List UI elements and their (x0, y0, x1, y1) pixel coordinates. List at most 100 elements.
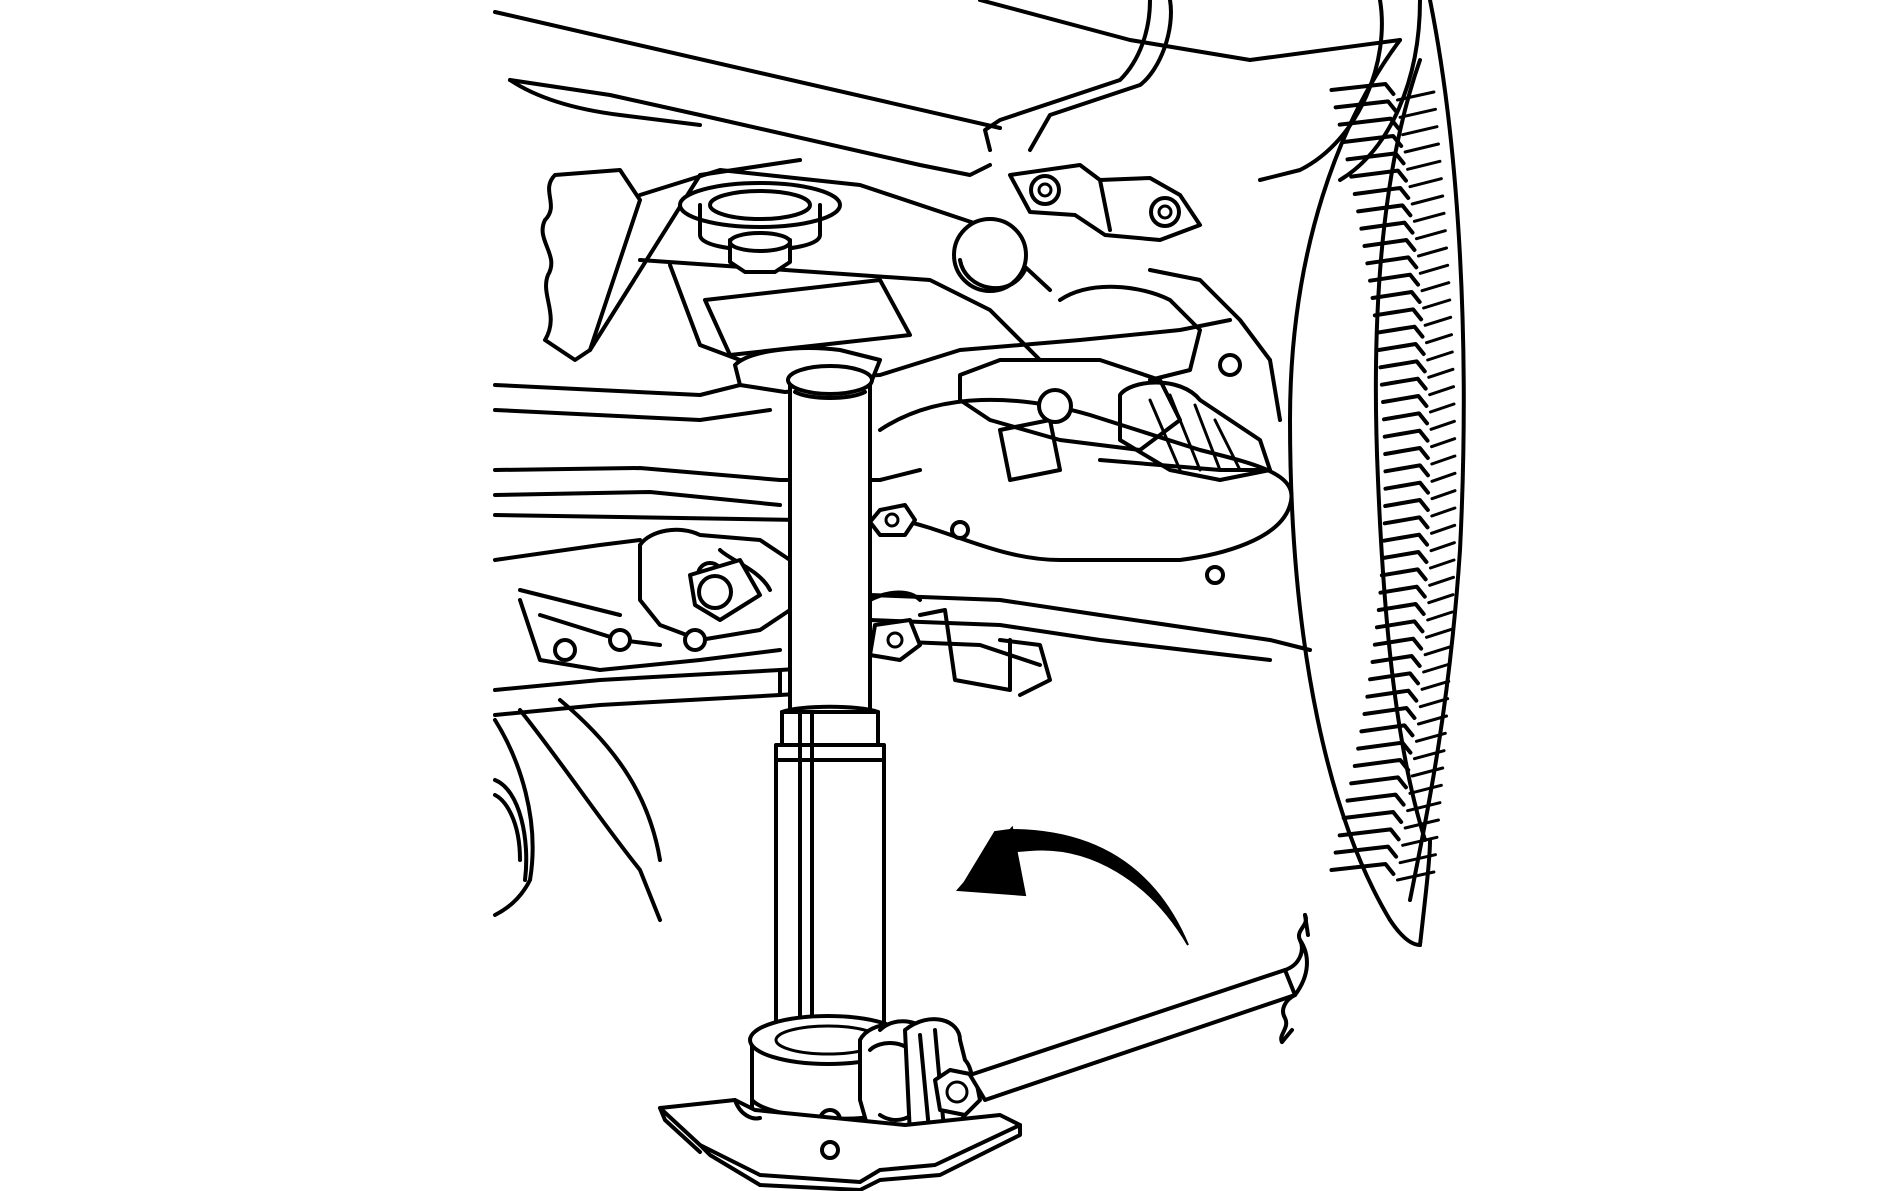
tread-groove (1428, 385, 1456, 397)
tread-block (1341, 810, 1404, 824)
tread-block (1381, 550, 1429, 564)
tread-block (1376, 342, 1426, 356)
tread-block (1376, 602, 1426, 616)
tread-block (1383, 463, 1430, 478)
tread-block (1368, 671, 1421, 686)
tread-block (1372, 636, 1424, 651)
tread-groove (1418, 697, 1450, 709)
tread-groove (1395, 870, 1436, 882)
tread-groove (1428, 558, 1456, 570)
tread-groove (1412, 211, 1446, 223)
tread-block (1378, 584, 1427, 599)
tread-groove (1395, 90, 1436, 102)
tread-block (1365, 255, 1419, 270)
tread-groove (1420, 281, 1451, 293)
tread-groove (1403, 142, 1440, 154)
tread-block (1382, 515, 1430, 530)
vehicle-frame (493, 0, 1422, 922)
tread-groove (1429, 541, 1456, 553)
tread-block (1359, 723, 1415, 738)
tread-block (1382, 411, 1430, 426)
tread-groove (1418, 263, 1450, 275)
tread-groove (1414, 229, 1447, 241)
tread-block (1382, 428, 1430, 443)
tread-groove (1429, 419, 1456, 431)
tread-groove (1424, 333, 1454, 345)
tread-groove (1398, 853, 1437, 865)
tire (1288, 0, 1466, 947)
tread-block (1379, 376, 1428, 391)
tread-groove (1428, 402, 1456, 414)
tread-block (1352, 186, 1411, 200)
tread-groove (1408, 177, 1443, 189)
tread-groove (1430, 471, 1457, 483)
tread-groove (1416, 714, 1449, 726)
tread-block (1352, 758, 1411, 772)
tread-groove (1424, 627, 1454, 639)
tread-groove (1430, 523, 1457, 535)
tread-groove (1414, 731, 1447, 743)
tread-groove (1428, 575, 1456, 587)
tread-groove (1398, 107, 1437, 119)
tread-block (1362, 238, 1417, 252)
tread-groove (1423, 645, 1453, 657)
tread-block (1333, 844, 1399, 859)
tread-groove (1422, 298, 1452, 310)
tread-block (1333, 99, 1399, 114)
tread-groove (1427, 593, 1455, 605)
tread-block (1374, 324, 1425, 339)
tread-groove (1401, 125, 1439, 137)
tread-block (1359, 220, 1415, 235)
tread-block (1383, 480, 1430, 495)
tread-groove (1410, 194, 1445, 206)
tread-block (1345, 792, 1406, 807)
bottle-jack (733, 346, 982, 1148)
tread-block (1341, 134, 1404, 148)
tread-block (1349, 775, 1408, 790)
tread-groove (1410, 766, 1445, 778)
tread-block (1362, 706, 1417, 720)
tread-groove (1430, 506, 1457, 518)
tread-groove (1401, 835, 1439, 847)
tread-block (1329, 862, 1396, 876)
tread-block (1382, 532, 1430, 547)
tread-groove (1420, 679, 1451, 691)
rotation-direction-arrow (955, 825, 1189, 946)
tread-groove (1416, 246, 1449, 258)
tread-groove (1406, 801, 1442, 813)
tread-block (1383, 446, 1430, 460)
tread-groove (1427, 367, 1455, 379)
tread-groove (1430, 489, 1457, 501)
tread-groove (1412, 749, 1446, 761)
tread-block (1356, 740, 1413, 755)
tread-block (1374, 619, 1425, 634)
tread-block (1368, 272, 1421, 287)
tread-block (1356, 203, 1413, 218)
tread-groove (1430, 454, 1457, 466)
tread-groove (1426, 610, 1454, 622)
tread-groove (1408, 783, 1443, 795)
tread-groove (1406, 159, 1442, 171)
tire-tread (1329, 82, 1457, 882)
tread-groove (1426, 350, 1454, 362)
jack-base-plate (658, 1098, 1022, 1191)
tread-groove (1430, 437, 1457, 449)
tread-block (1329, 82, 1396, 96)
tread-block (1383, 498, 1430, 512)
tread-groove (1422, 662, 1452, 674)
tread-groove (1403, 818, 1440, 830)
tread-block (1337, 116, 1401, 131)
tread-block (1337, 827, 1401, 842)
tread-block (1370, 290, 1422, 304)
tread-block (1345, 151, 1406, 166)
tread-block (1349, 168, 1408, 183)
jack-handle (968, 913, 1310, 1102)
tread-block (1381, 394, 1429, 408)
tread-block (1365, 688, 1419, 703)
tread-groove (1423, 315, 1453, 327)
tread-block (1379, 567, 1428, 582)
tread-block (1378, 359, 1427, 374)
tread-block (1372, 307, 1424, 322)
